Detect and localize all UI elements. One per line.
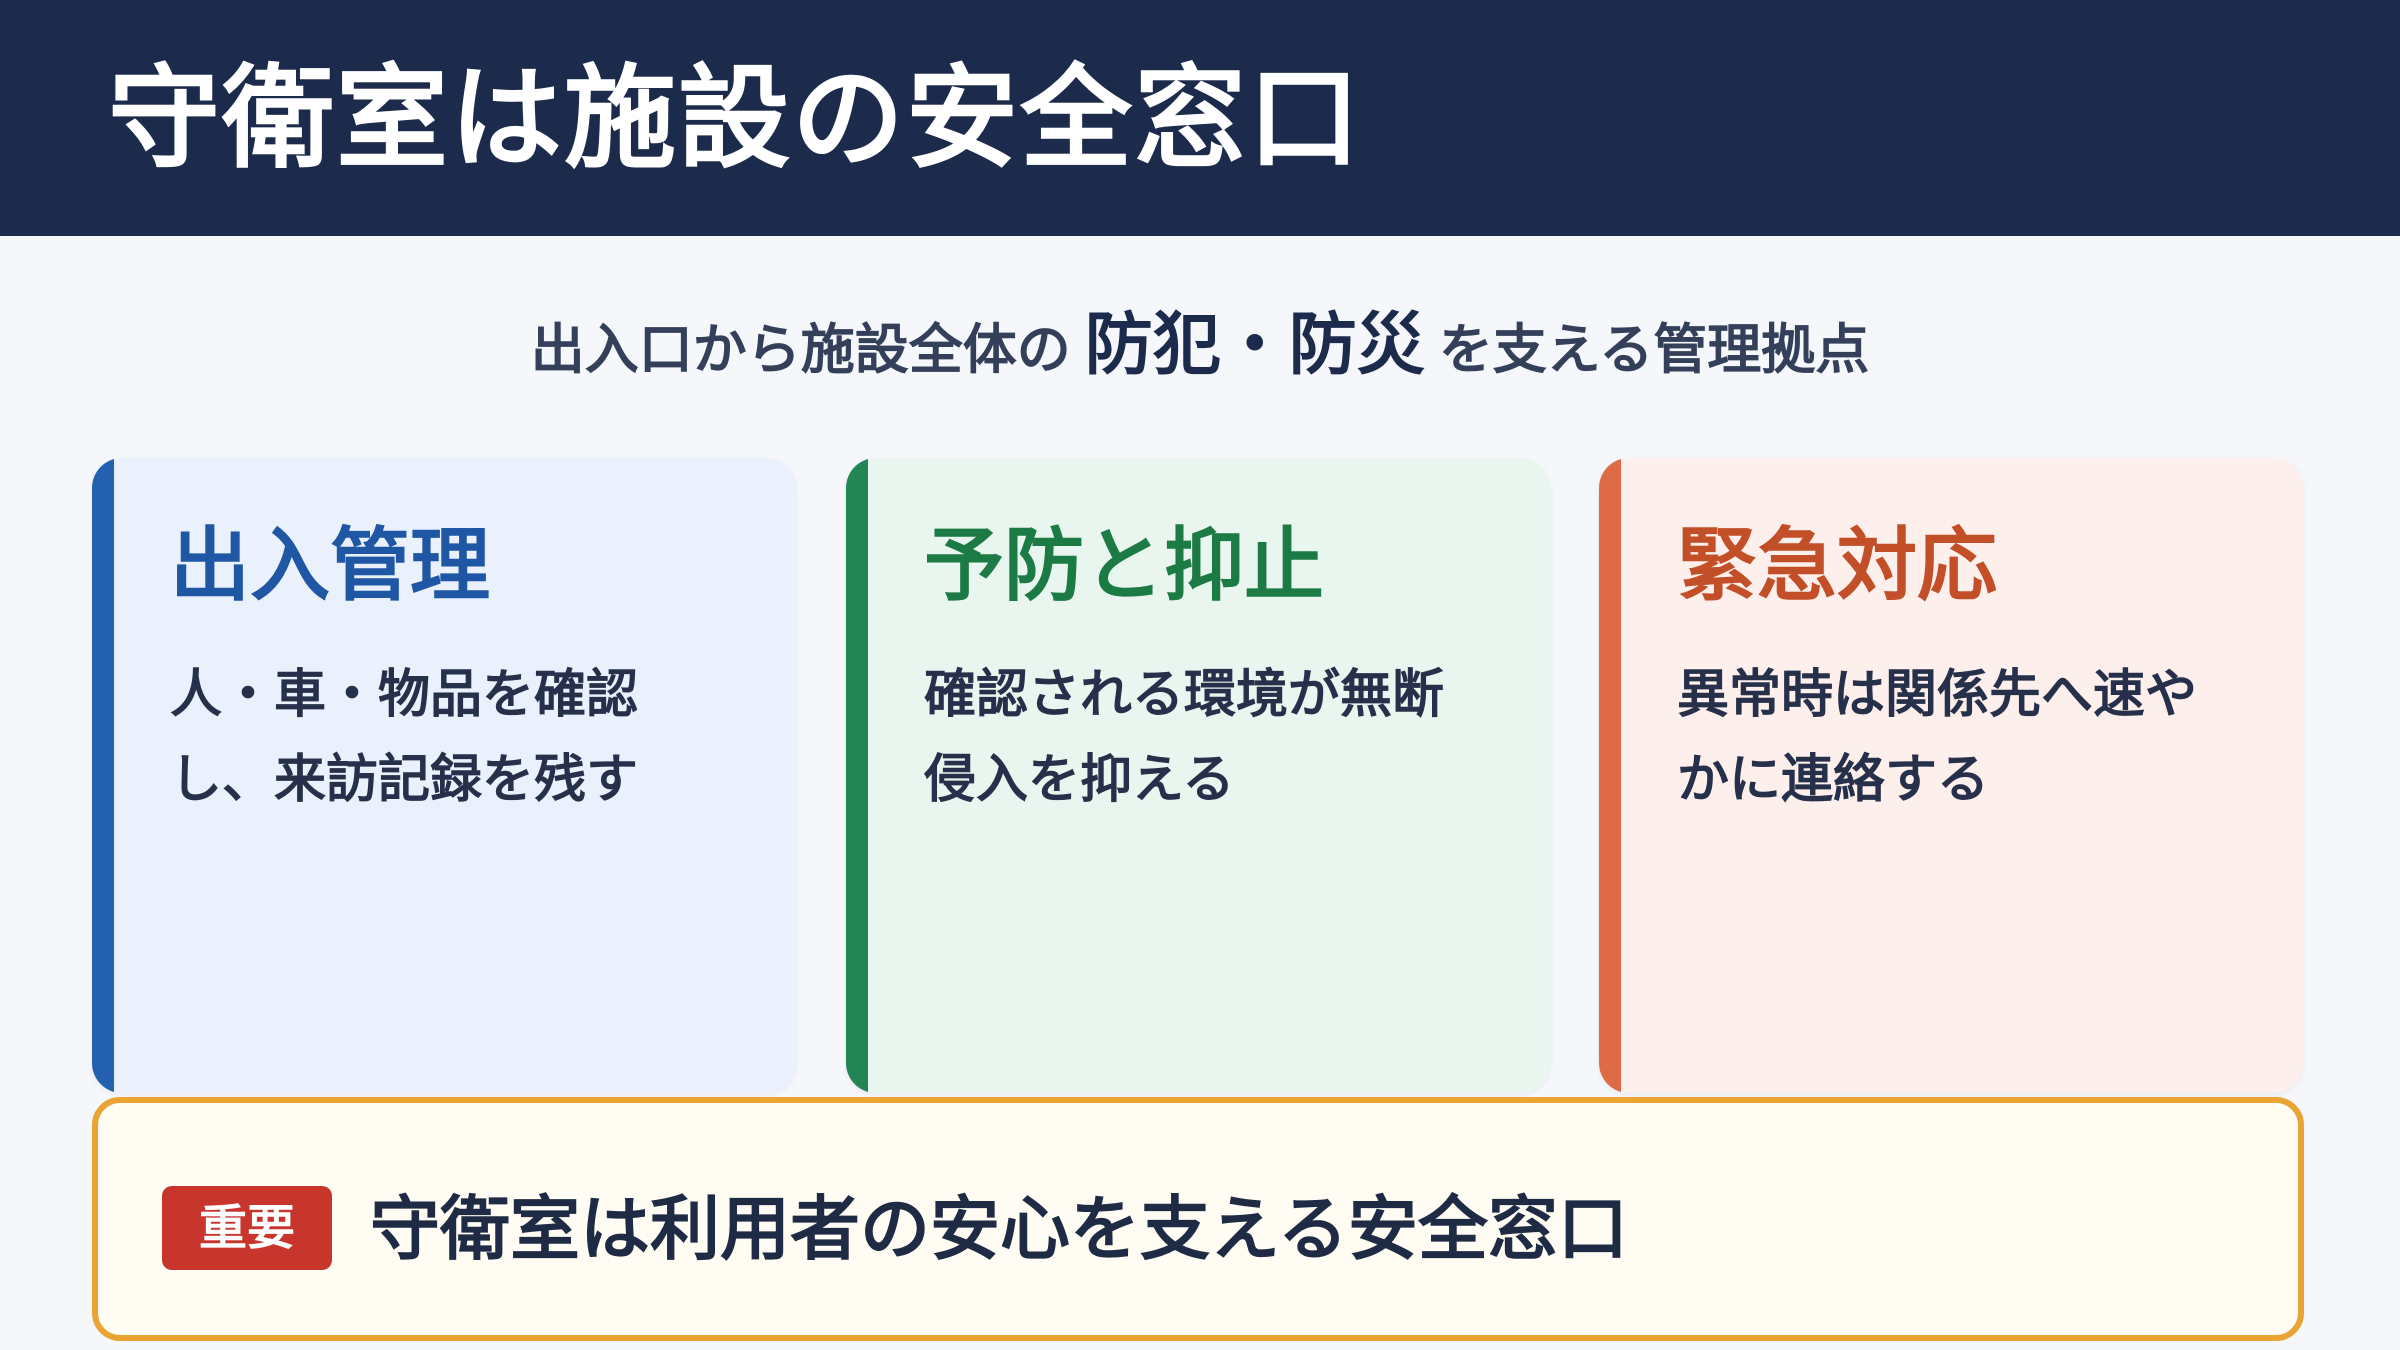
card-title: 緊急対応	[1677, 519, 1997, 612]
card-body: 異常時は関係先へ速や かに連絡する	[1677, 653, 2197, 823]
card-emergency: 緊急対応 異常時は関係先へ速や かに連絡する	[1599, 458, 2303, 1093]
header-bar: 守衛室は施設の安全窓口	[0, 0, 2400, 236]
card-body-line: かに連絡する	[1677, 750, 1990, 810]
subtitle-suffix: を支える管理拠点	[1438, 318, 1870, 381]
card-accent-bar	[1599, 458, 1621, 1093]
important-message: 守衛室は利用者の安心を支える安全窓口	[370, 1188, 1628, 1270]
card-access-control: 出入管理 人・車・物品を確認 し、来訪記録を残す	[92, 458, 796, 1093]
card-title: 出入管理	[170, 519, 490, 612]
card-body: 確認される環境が無断 侵入を抑える	[924, 653, 1444, 823]
card-body-line: 人・車・物品を確認	[170, 665, 639, 725]
important-badge: 重要	[162, 1186, 332, 1270]
subtitle-emphasis: 防犯・防災	[1084, 306, 1425, 385]
card-accent-bar	[92, 458, 114, 1093]
card-body-line: 確認される環境が無断	[924, 665, 1445, 725]
card-body-line: 異常時は関係先へ速や	[1677, 665, 2198, 725]
card-body-line: 侵入を抑える	[924, 750, 1235, 810]
card-body-line: し、来訪記録を残す	[170, 750, 639, 810]
card-body: 人・車・物品を確認 し、来訪記録を残す	[170, 653, 638, 823]
card-prevention: 予防と抑止 確認される環境が無断 侵入を抑える	[846, 458, 1550, 1093]
page-title: 守衛室は施設の安全窓口	[108, 54, 1362, 184]
important-callout: 重要 守衛室は利用者の安心を支える安全窓口	[92, 1097, 2304, 1341]
card-title: 予防と抑止	[924, 519, 1324, 612]
card-accent-bar	[846, 458, 868, 1093]
subtitle: 出入口から施設全体の防犯・防災を支える管理拠点	[0, 305, 2400, 387]
subtitle-prefix: 出入口から施設全体の	[530, 318, 1071, 381]
